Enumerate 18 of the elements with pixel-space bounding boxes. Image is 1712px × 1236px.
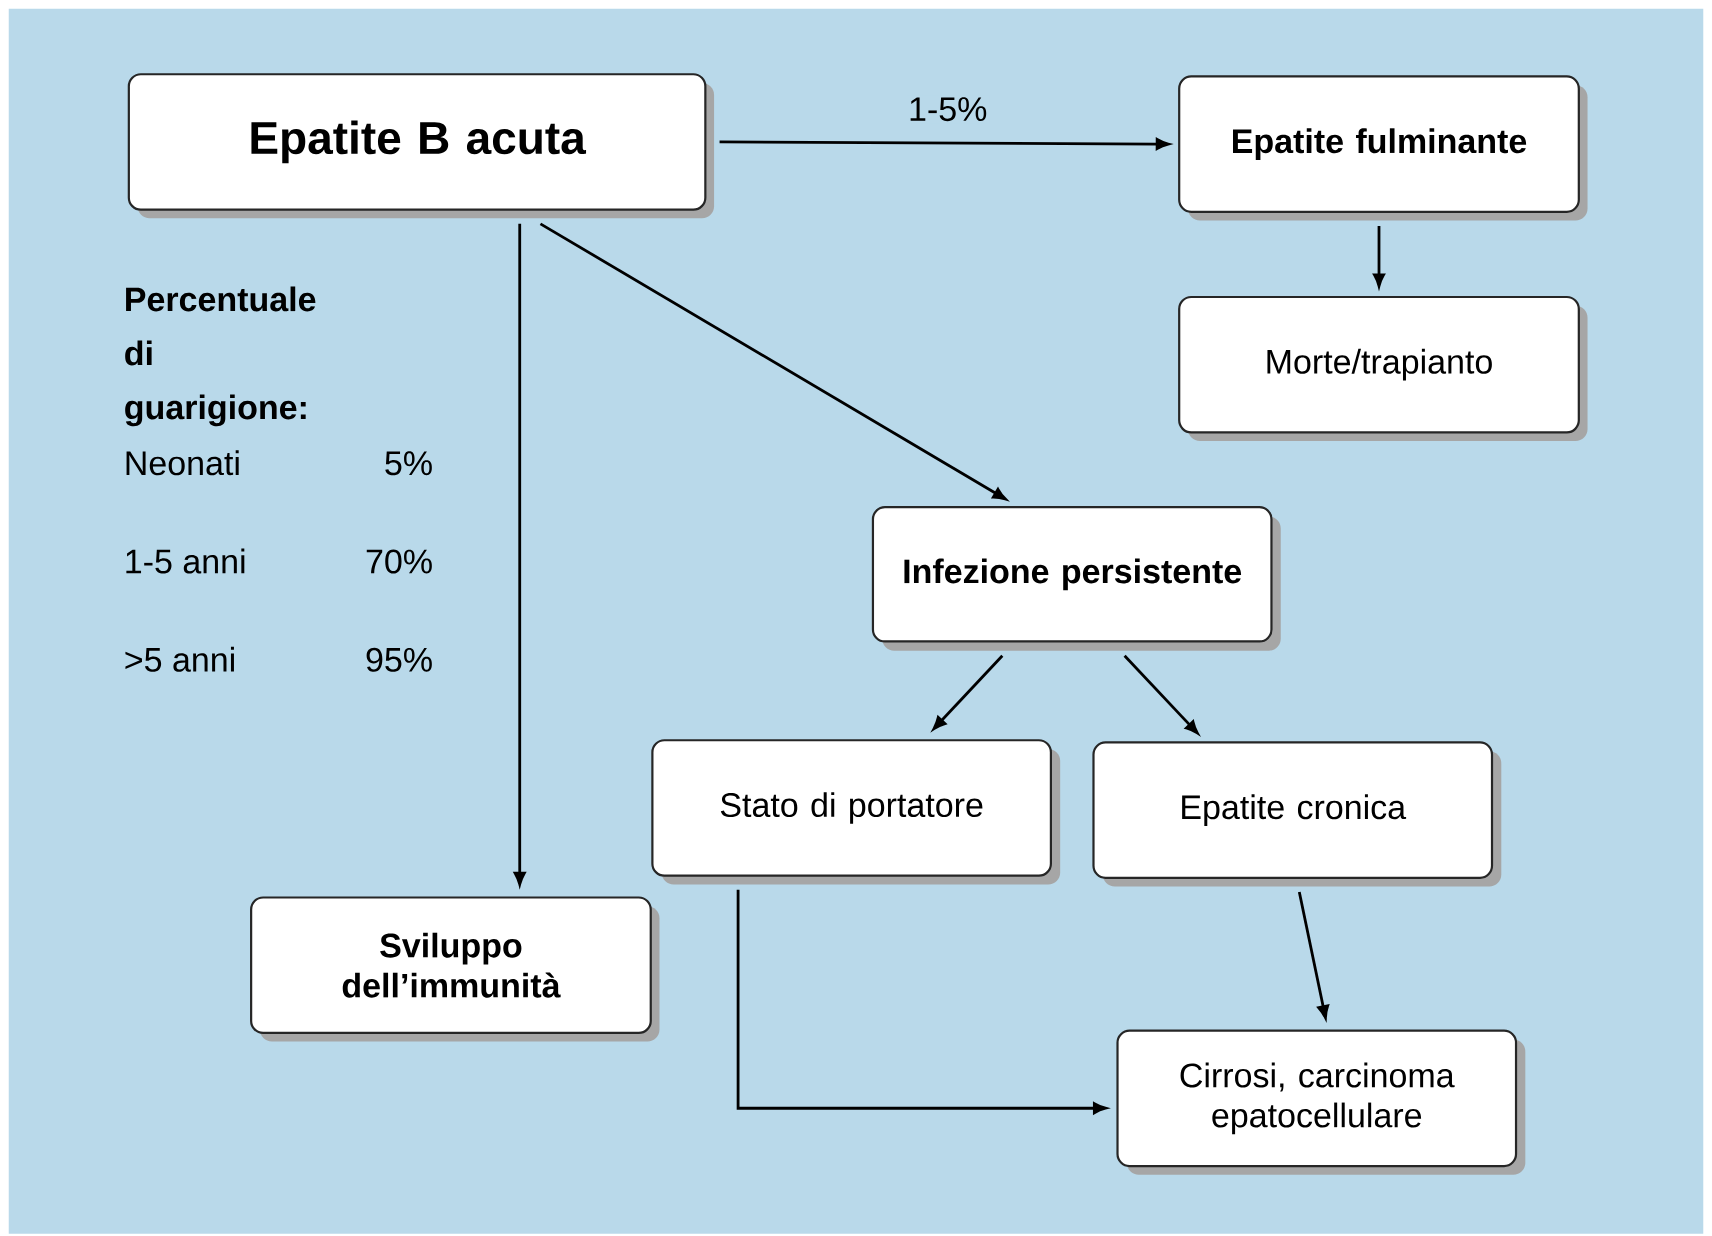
table-cell: 95% <box>366 647 432 672</box>
process-box: Epatite cronica <box>1092 741 1502 887</box>
arrow <box>932 654 1004 730</box>
process-box: Epatite fulminante <box>1178 75 1588 221</box>
arrow <box>1123 654 1199 735</box>
process-box: Infezione persistente <box>871 506 1281 651</box>
process-box: Stato di portatore <box>651 739 1061 885</box>
process-box: Morte/trapianto <box>1178 295 1588 442</box>
edge-label: 1-5% <box>906 95 990 124</box>
note: Percentuale di guarigione: <box>125 286 316 427</box>
process-box: Epatite B acuta <box>127 73 715 219</box>
table-cell: 70% <box>366 549 432 574</box>
process-box: Sviluppo dell’immunità <box>250 896 660 1042</box>
table-cell: 5% <box>385 451 432 476</box>
table-cell: Neonati <box>126 450 239 476</box>
process-box: Cirrosi, carcinoma epatocellulare <box>1116 1029 1526 1175</box>
table-cell: 1-5 anni <box>126 548 245 574</box>
table-cell: >5 anni <box>125 646 234 672</box>
